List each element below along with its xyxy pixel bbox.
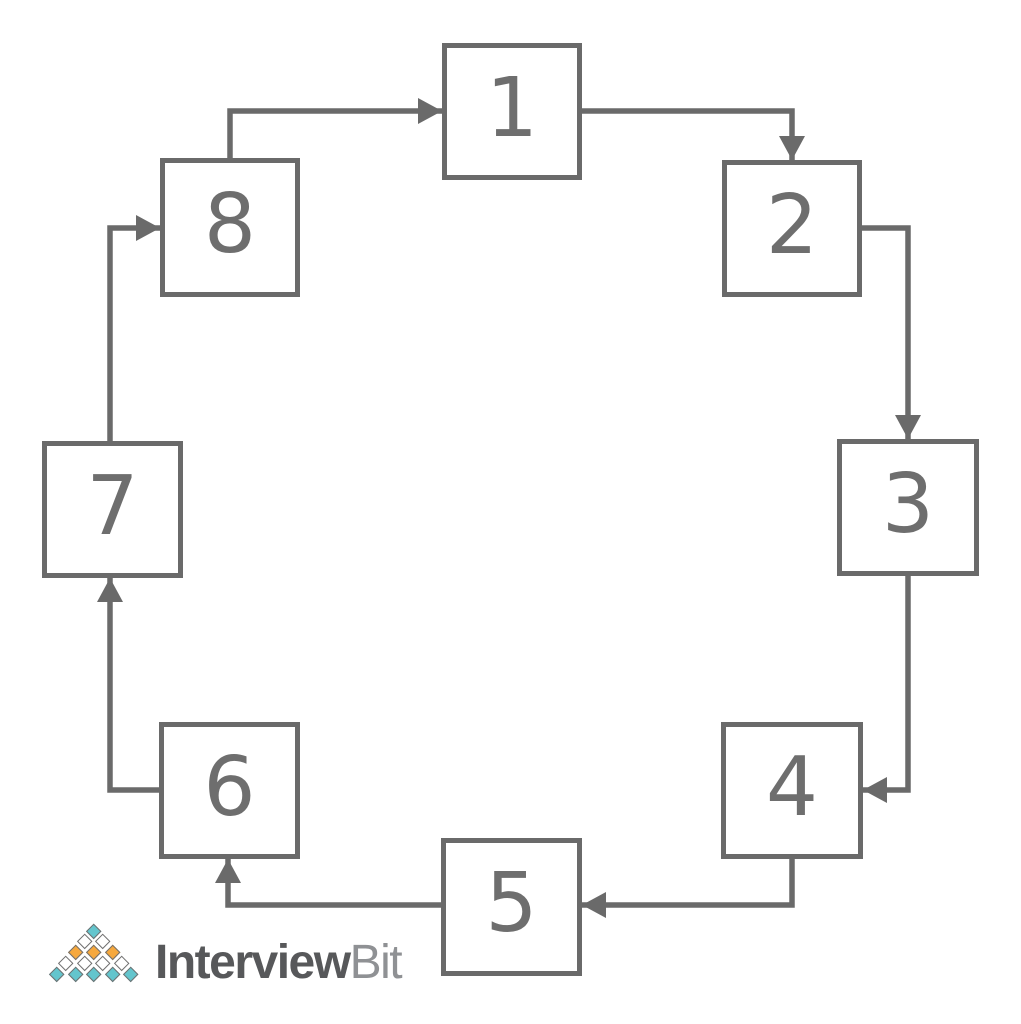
node-box-8: 8: [160, 158, 300, 297]
node-box-3: 3: [837, 439, 979, 576]
edge-arrow-3-to-4: [863, 576, 911, 803]
node-box-1: 1: [442, 43, 582, 180]
edge-arrow-4-to-5: [582, 859, 795, 918]
node-label: 8: [203, 176, 257, 272]
edge-arrow-1-to-2: [582, 108, 805, 160]
edge-arrow-6-to-7: [97, 578, 159, 793]
node-label: 7: [86, 458, 139, 554]
edge-arrow-5-to-6: [215, 859, 441, 908]
node-box-4: 4: [721, 722, 863, 859]
node-label: 2: [765, 177, 819, 273]
edge-arrow-2-to-3: [862, 225, 921, 439]
node-label: 5: [485, 856, 538, 951]
node-box-2: 2: [722, 160, 862, 297]
node-box-5: 5: [441, 838, 582, 976]
edge-arrow-7-to-8: [107, 215, 160, 441]
node-label: 4: [765, 739, 819, 835]
edge-arrow-8-to-1: [227, 98, 442, 158]
node-label: 6: [203, 739, 256, 835]
node-label: 1: [485, 60, 539, 156]
node-box-6: 6: [159, 722, 300, 859]
node-label: 3: [881, 456, 935, 552]
node-box-7: 7: [42, 441, 183, 578]
